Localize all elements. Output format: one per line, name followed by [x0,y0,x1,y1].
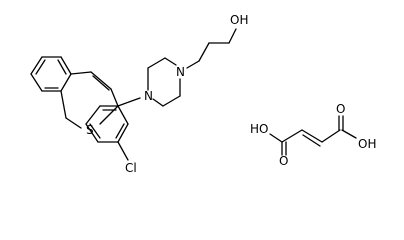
piperazine-n4-label: N [176,65,185,79]
piperazine-ring [117,57,181,107]
fumaric-oh-left-label: HO [250,122,268,136]
chlorine-bond [117,141,129,161]
thiepine-ring [60,71,119,129]
fumaric-oh-right-label: OH [358,137,376,151]
fumaric-o-right-label: O [336,102,345,116]
chlorine-label: Cl [125,161,137,175]
propyl-chain [186,28,237,69]
piperazine-n1-label: N [144,89,153,103]
fumaric-o-left-label: O [279,154,288,168]
hydroxyl-label: OH [230,13,248,27]
sulfur-label: S [86,123,94,137]
fumaric-acid [269,115,357,156]
molecule-drawing: OH N N S Cl HO O O OH [30,13,376,175]
left-benzene-ring [30,56,72,92]
right-benzene-ring [85,105,129,143]
